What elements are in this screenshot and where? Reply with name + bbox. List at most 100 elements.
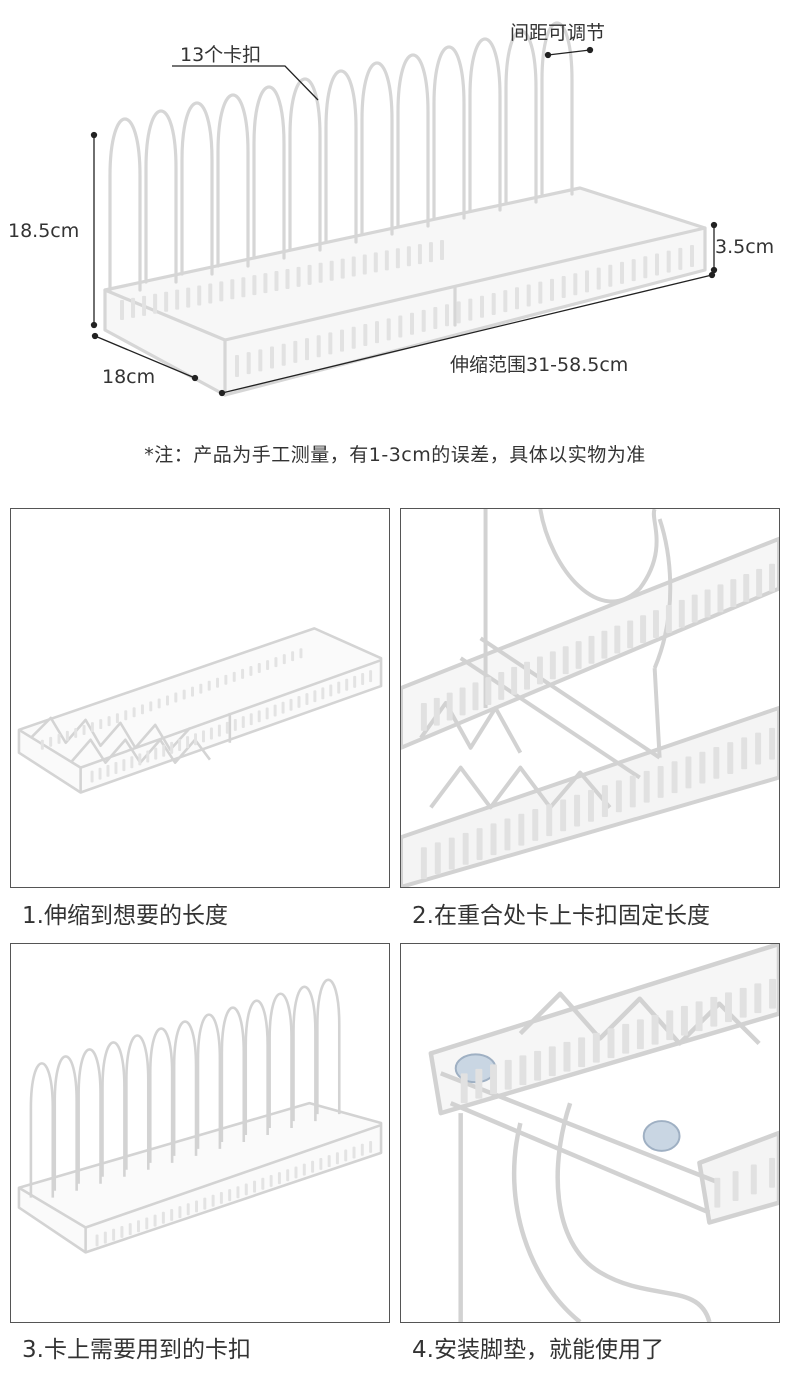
slot (739, 987, 747, 1018)
slot (153, 293, 158, 314)
slot (769, 563, 776, 592)
slot (281, 343, 286, 366)
slot (657, 766, 664, 798)
slot (643, 770, 650, 803)
slot (124, 710, 128, 721)
slot (178, 739, 182, 751)
slot (216, 677, 220, 688)
slot (485, 677, 492, 706)
slot (666, 250, 671, 273)
slot (462, 832, 469, 865)
slot (293, 340, 298, 363)
slot (614, 625, 621, 654)
slot (754, 983, 762, 1014)
slot (353, 675, 357, 688)
slot (57, 733, 61, 744)
slot (460, 1073, 468, 1104)
slot (417, 244, 422, 265)
slot (149, 701, 153, 712)
slot (235, 355, 239, 377)
slot (741, 737, 748, 770)
slot (727, 742, 734, 774)
slot (691, 594, 698, 623)
slot (269, 1174, 273, 1187)
slot (640, 615, 647, 644)
slot (297, 695, 301, 708)
slot (433, 697, 440, 726)
slot (651, 1014, 659, 1045)
slot (750, 1164, 757, 1195)
slot (162, 744, 166, 757)
slot (274, 657, 278, 668)
slot (536, 656, 543, 685)
slot (588, 789, 594, 822)
slot (574, 794, 581, 827)
slot (743, 574, 750, 602)
slot (504, 818, 511, 851)
slot (345, 678, 349, 691)
slot (228, 1189, 232, 1202)
slot (318, 262, 323, 283)
wave-clip (77, 1048, 102, 1184)
slot (165, 695, 169, 706)
slot (504, 1059, 512, 1090)
slot (515, 287, 519, 310)
slot (678, 599, 685, 628)
slot (241, 668, 245, 679)
slot (241, 716, 245, 729)
slot (361, 673, 365, 685)
slot (233, 718, 237, 731)
slot (607, 1028, 615, 1059)
slot (560, 799, 567, 832)
wave-clip (216, 93, 250, 268)
slot (253, 1180, 257, 1193)
slot (120, 1225, 124, 1238)
wave-clip (396, 53, 430, 228)
slot (384, 250, 389, 271)
slot (498, 672, 505, 700)
wave-clip (101, 1041, 126, 1177)
slot (313, 690, 317, 703)
slot (526, 284, 531, 307)
wave-clip (244, 999, 269, 1135)
slot (209, 727, 213, 740)
slot (375, 321, 379, 344)
wave-clip (252, 85, 286, 260)
slot (112, 1228, 116, 1241)
slot (273, 704, 277, 717)
slot (428, 242, 433, 263)
slot (145, 1217, 149, 1230)
slot (563, 1041, 571, 1072)
slot (592, 1032, 600, 1063)
slot (74, 727, 78, 738)
slot (153, 1214, 157, 1227)
overlap-clip-closeup (401, 509, 779, 887)
slot (241, 277, 246, 298)
wave-clip (180, 101, 214, 276)
slot (636, 1019, 644, 1050)
slot (257, 710, 261, 723)
slot (164, 291, 169, 312)
slot (534, 1050, 542, 1081)
slot (137, 1220, 140, 1233)
slot (249, 665, 253, 676)
slot (285, 268, 290, 289)
slot (732, 1171, 739, 1201)
step-2-caption: 2.在重合处卡上卡扣固定长度 (412, 903, 710, 929)
slot (420, 702, 427, 731)
slot (643, 256, 648, 279)
slot (327, 1155, 331, 1168)
slot (230, 279, 235, 300)
wave-clip (144, 109, 178, 284)
step-4-caption: 4.安装脚垫，就能使用了 (412, 1337, 664, 1363)
slot (170, 1208, 174, 1221)
clips-label: 13个卡扣 (180, 44, 262, 66)
slot (224, 674, 228, 685)
slot (620, 261, 624, 284)
slot (178, 1206, 182, 1219)
slot (291, 651, 295, 662)
slot (472, 682, 479, 711)
slot (550, 278, 554, 301)
slot (115, 713, 119, 724)
slot (217, 724, 221, 737)
